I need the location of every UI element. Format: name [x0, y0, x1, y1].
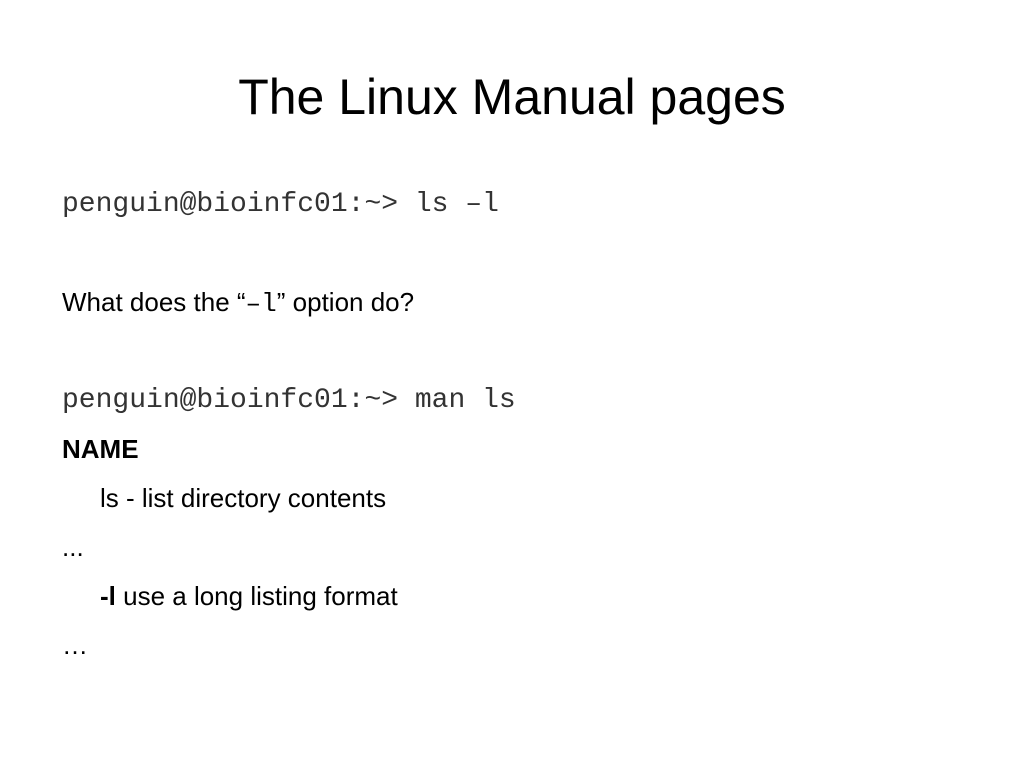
option-flag: -l: [100, 581, 116, 611]
spacer: [62, 229, 962, 278]
ellipsis-2: …: [62, 630, 88, 660]
question-text-before: What does the “: [62, 287, 246, 317]
name-heading: NAME: [62, 434, 139, 464]
spacer: [62, 327, 962, 376]
command-man-ls: penguin@bioinfc01:~> man ls: [62, 385, 516, 416]
slide-title: The Linux Manual pages: [238, 69, 786, 125]
command-ls-l: penguin@bioinfc01:~> ls –l: [62, 189, 499, 220]
ellipsis-1: ...: [62, 532, 84, 562]
slide-body: penguin@bioinfc01:~> ls –l What does the…: [62, 180, 962, 670]
question-line: What does the “–l” option do?: [62, 278, 962, 327]
option-description: use a long listing format: [115, 581, 398, 611]
question-option: –l: [245, 289, 277, 319]
option-line: -l use a long listing format: [62, 572, 962, 621]
question-text-after: ” option do?: [276, 287, 415, 317]
name-description: ls - list directory contents: [100, 483, 387, 513]
